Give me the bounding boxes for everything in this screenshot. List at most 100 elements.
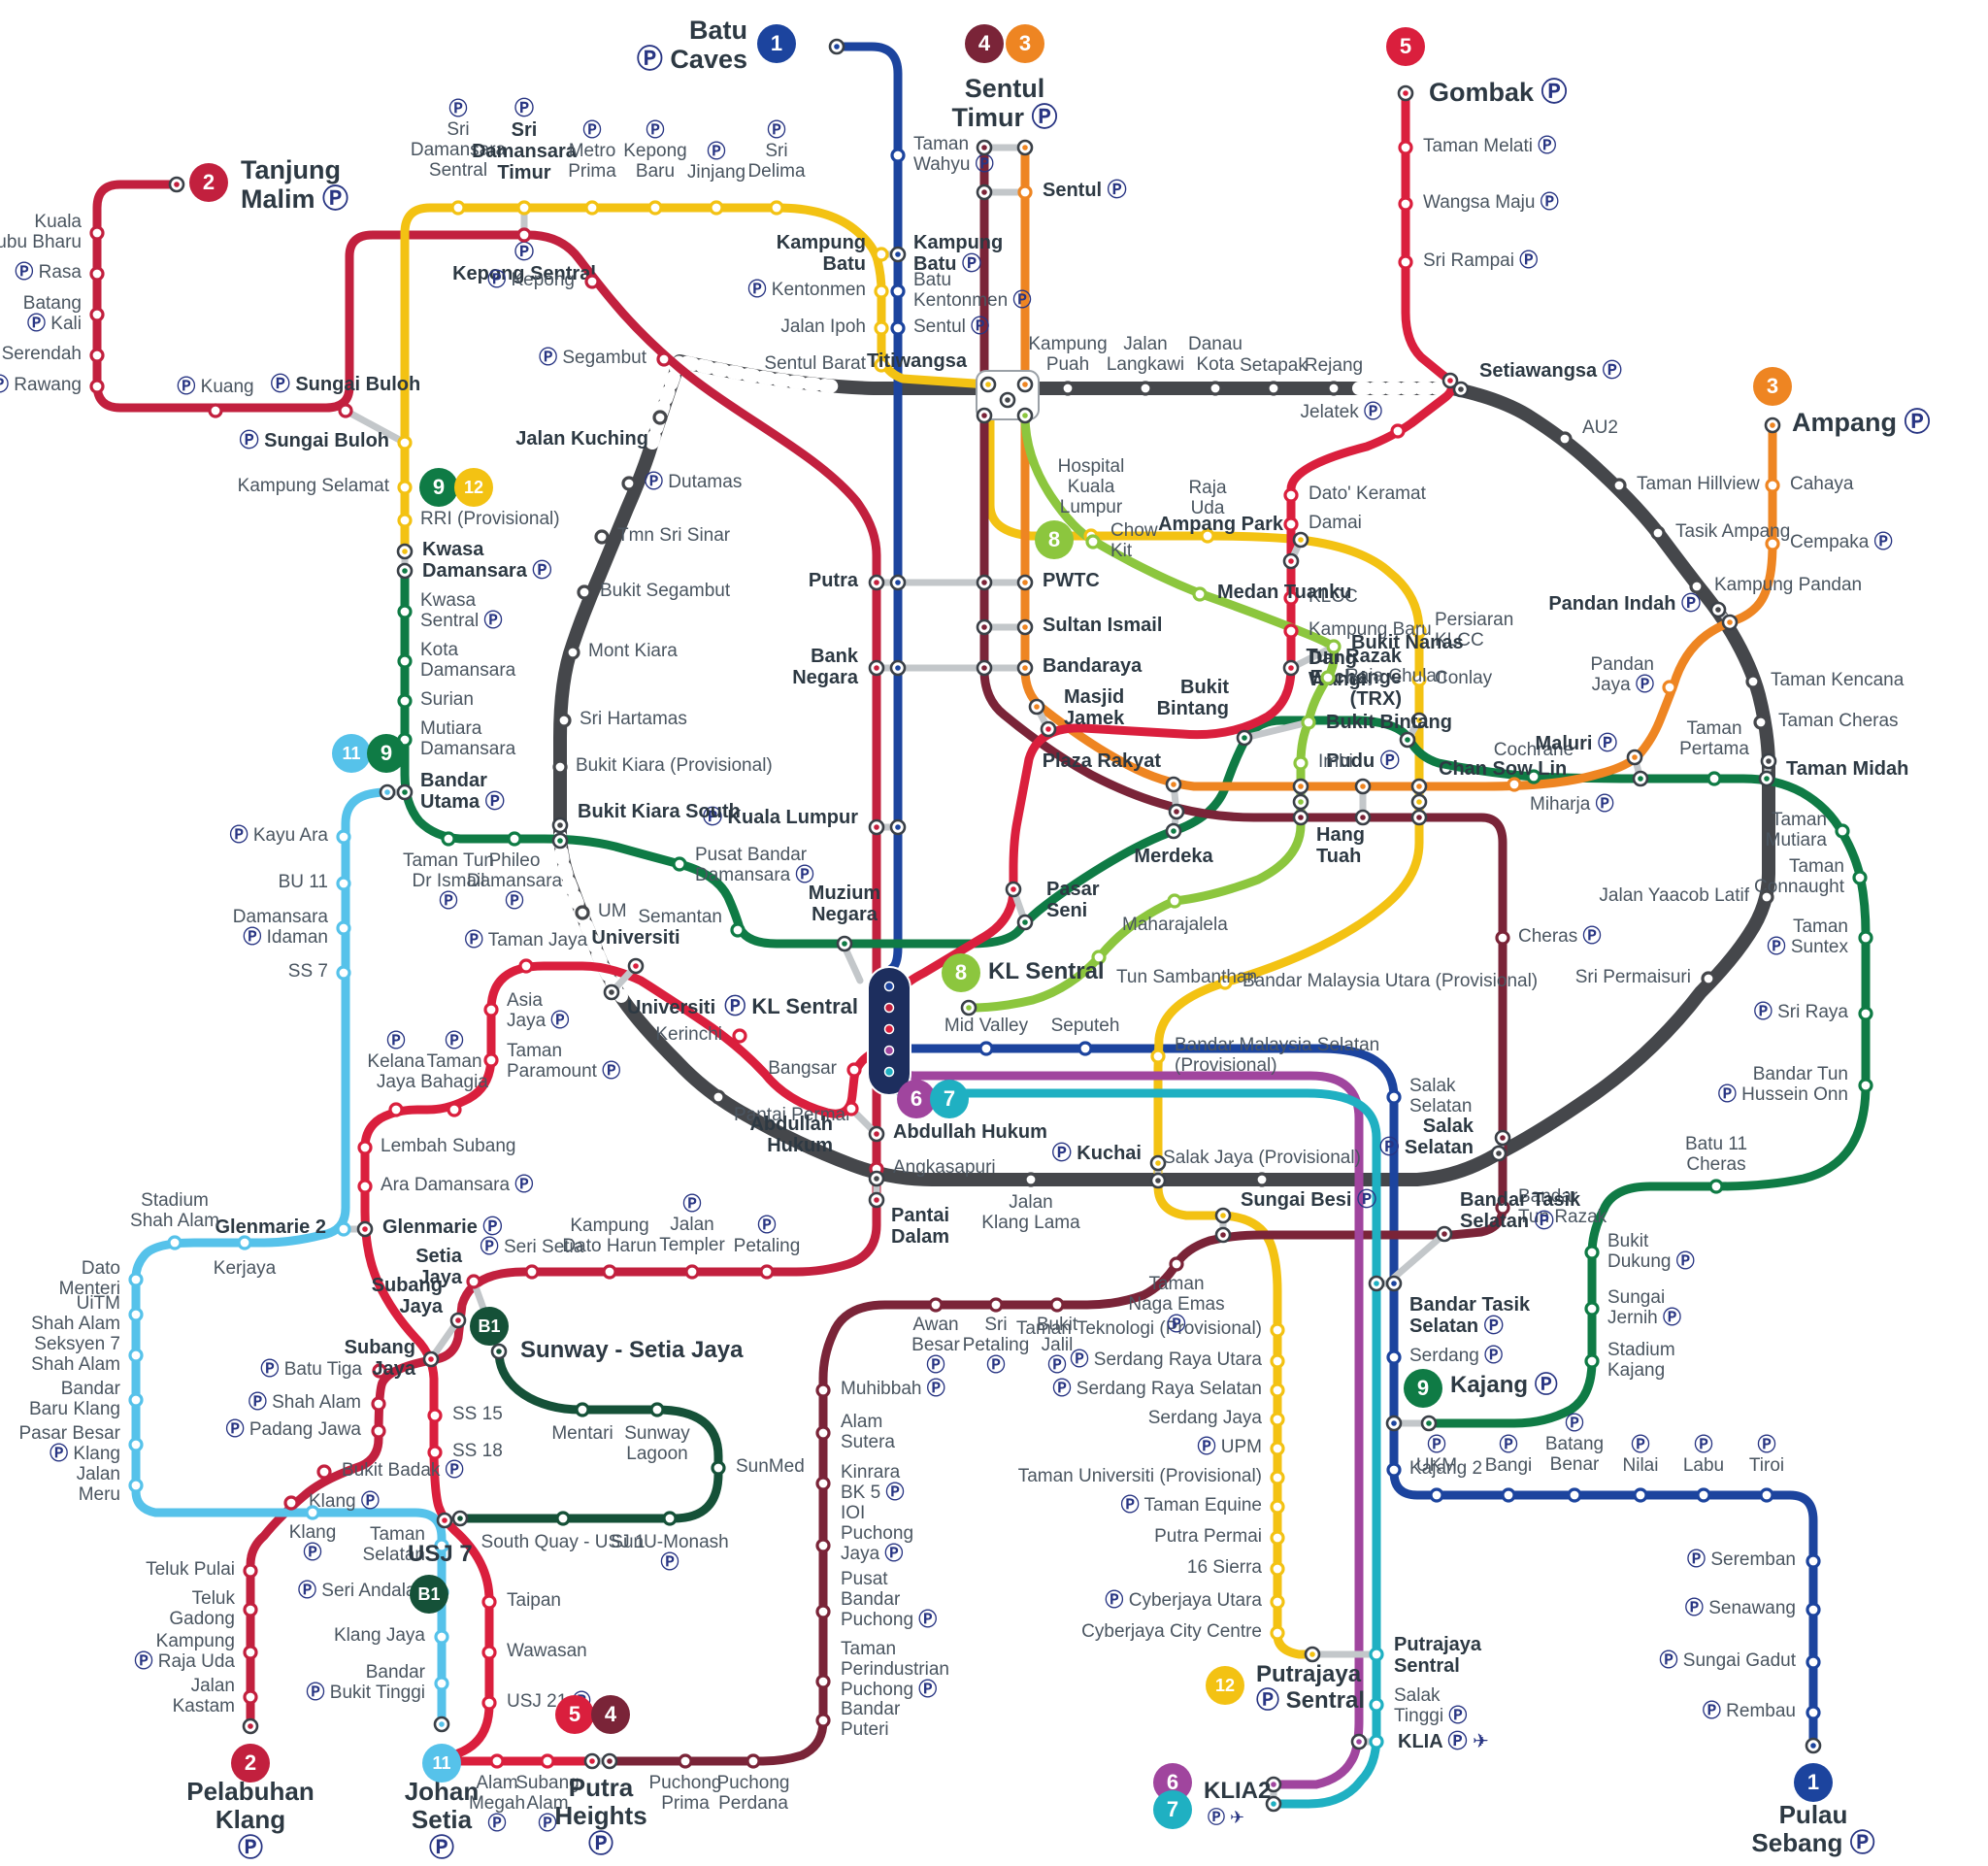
station-dot[interactable] (1858, 1078, 1873, 1093)
station-dot[interactable] (1501, 1487, 1516, 1503)
station-dot[interactable] (575, 905, 590, 920)
station-dot[interactable] (662, 1511, 678, 1526)
station-dot[interactable] (243, 1563, 258, 1579)
station-dot[interactable] (1254, 1172, 1270, 1187)
station-dot[interactable] (243, 1602, 258, 1617)
station-dot[interactable] (1017, 184, 1033, 200)
station-dot[interactable] (1283, 516, 1299, 532)
station-dot[interactable] (516, 200, 532, 216)
station-dot[interactable] (890, 148, 906, 163)
station-dot[interactable] (89, 307, 105, 322)
station-dot[interactable] (1283, 590, 1299, 606)
station-dot[interactable] (1270, 1530, 1285, 1546)
station-dot[interactable] (575, 1402, 590, 1417)
station-dot[interactable] (1858, 930, 1873, 946)
station-dot[interactable] (450, 200, 466, 216)
station-dot[interactable] (237, 1235, 252, 1250)
station-dot[interactable] (434, 1629, 449, 1645)
station-dot[interactable] (621, 476, 637, 491)
station-dot[interactable] (89, 225, 105, 241)
station-dot[interactable] (815, 1674, 831, 1689)
station-dot[interactable] (336, 965, 351, 981)
station-dot[interactable] (336, 829, 351, 845)
station-dot[interactable] (1806, 1654, 1821, 1670)
station-dot[interactable] (1060, 381, 1076, 396)
station-dot[interactable] (1429, 1487, 1444, 1503)
station-dot[interactable] (524, 1264, 540, 1280)
station-dot[interactable] (732, 1028, 747, 1044)
station-dot[interactable] (489, 1753, 505, 1769)
station-dot[interactable] (1806, 1553, 1821, 1569)
station-dot[interactable] (746, 1753, 761, 1769)
station-dot[interactable] (815, 1713, 831, 1728)
station-dot[interactable] (1633, 1487, 1648, 1503)
station-dot[interactable] (711, 1460, 726, 1476)
station-dot[interactable] (1085, 534, 1101, 550)
station-dot[interactable] (1650, 525, 1666, 541)
station-dot[interactable] (397, 435, 413, 450)
station-dot[interactable] (1753, 715, 1769, 730)
station-dot[interactable] (336, 876, 351, 891)
station-dot[interactable] (1023, 1172, 1039, 1187)
station-dot[interactable] (1765, 536, 1780, 551)
station-dot[interactable] (208, 403, 223, 418)
station-dot[interactable] (1806, 1705, 1821, 1720)
station-dot[interactable] (483, 1002, 499, 1017)
station-dot[interactable] (1326, 639, 1342, 654)
station-dot[interactable] (1270, 1561, 1285, 1577)
station-dot[interactable] (846, 1062, 862, 1078)
station-dot[interactable] (507, 831, 522, 847)
station-dot[interactable] (874, 320, 889, 336)
station-dot[interactable] (427, 1445, 443, 1460)
station-dot[interactable] (481, 1695, 497, 1711)
station-dot[interactable] (357, 1179, 373, 1194)
station-dot[interactable] (466, 1274, 481, 1289)
station-dot[interactable] (978, 1041, 994, 1056)
station-dot[interactable] (1852, 870, 1868, 885)
station-dot[interactable] (874, 357, 889, 373)
station-dot[interactable] (516, 227, 532, 243)
station-dot[interactable] (1411, 672, 1427, 687)
station-dot[interactable] (1662, 680, 1677, 695)
station-dot[interactable] (1077, 1041, 1093, 1056)
station-dot[interactable] (397, 653, 413, 669)
station-dot[interactable] (988, 1297, 1004, 1313)
station-dot[interactable] (656, 351, 672, 367)
station-dot[interactable] (584, 274, 600, 289)
station-dot[interactable] (874, 283, 889, 299)
station-dot[interactable] (711, 1089, 726, 1105)
station-dot[interactable] (128, 1272, 144, 1287)
station-dot[interactable] (481, 1594, 497, 1610)
station-dot[interactable] (647, 200, 663, 216)
station-dot[interactable] (1293, 755, 1309, 771)
station-dot[interactable] (1386, 1462, 1402, 1478)
station-dot[interactable] (305, 1505, 320, 1520)
station-dot[interactable] (397, 480, 413, 495)
station-dot[interactable] (684, 1264, 700, 1280)
station-dot[interactable] (397, 513, 413, 528)
station-dot[interactable] (243, 1689, 258, 1705)
station-dot[interactable] (844, 1101, 859, 1116)
station-dot[interactable] (552, 759, 568, 775)
station-dot[interactable] (388, 1102, 404, 1117)
station-dot[interactable] (1326, 381, 1342, 396)
station-dot[interactable] (1584, 1245, 1600, 1260)
station-dot[interactable] (584, 200, 600, 216)
station-dot[interactable] (1696, 1487, 1711, 1503)
station-dot[interactable] (890, 283, 906, 299)
station-dot[interactable] (874, 247, 889, 262)
station-dot[interactable] (815, 1383, 831, 1398)
station-dot[interactable] (1150, 1049, 1166, 1064)
station-dot[interactable] (357, 1140, 373, 1155)
station-dot[interactable] (1283, 623, 1299, 639)
station-dot[interactable] (397, 604, 413, 619)
station-dot[interactable] (1526, 769, 1541, 784)
station-dot[interactable] (371, 1396, 386, 1412)
station-dot[interactable] (283, 1495, 299, 1511)
station-dot[interactable] (89, 379, 105, 394)
station-dot[interactable] (434, 1538, 449, 1553)
station-dot[interactable] (336, 1221, 351, 1237)
station-dot[interactable] (709, 200, 724, 216)
station-dot[interactable] (1270, 1470, 1285, 1485)
station-dot[interactable] (1398, 196, 1413, 212)
